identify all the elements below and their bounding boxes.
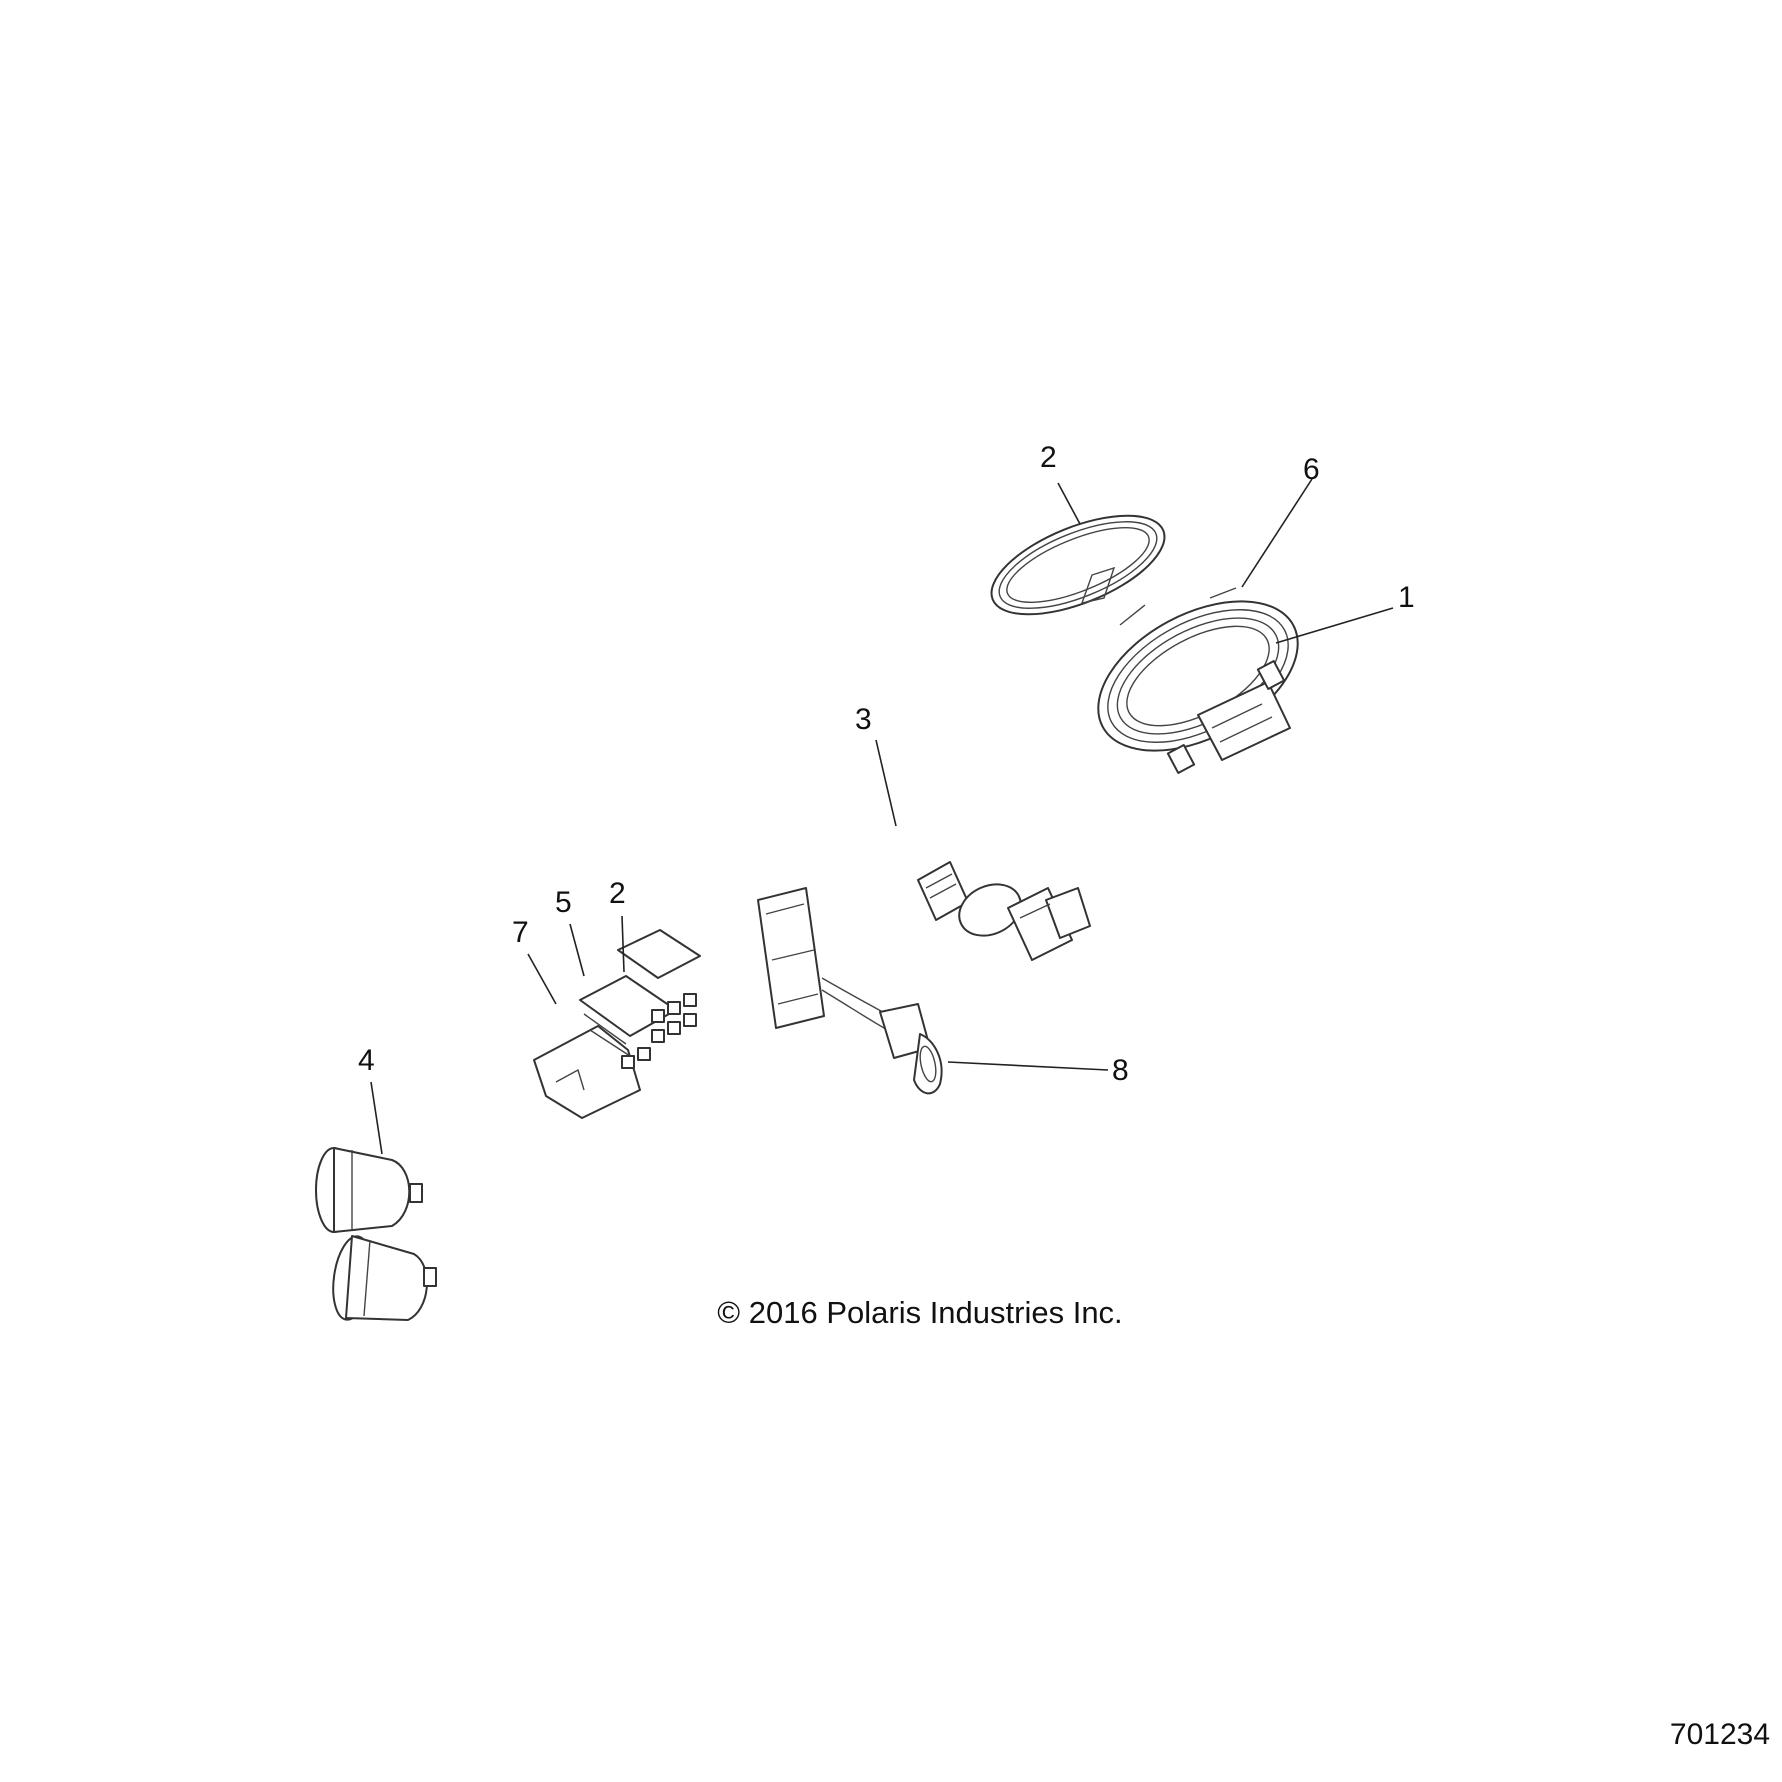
leader-6: [1241, 478, 1313, 588]
callout-1: 1: [1398, 581, 1415, 614]
leader-8: [947, 1061, 1109, 1071]
part-power-socket-upper: [315, 1147, 423, 1233]
drawing-number: 701234: [1669, 1718, 1770, 1751]
terminal-pins: [621, 993, 697, 1069]
part-switch-block: [533, 929, 701, 1119]
leader-3: [875, 739, 897, 827]
callout-4: 4: [358, 1044, 375, 1077]
part-key-switch: [917, 861, 1091, 961]
part-gauge-assembly: [1097, 587, 1299, 774]
callout-7: 7: [512, 916, 529, 949]
callout-5: 5: [555, 886, 572, 919]
leader-7: [527, 953, 557, 1005]
copyright-caption: © 2016 Polaris Industries Inc.: [717, 1295, 1123, 1330]
leader-4: [370, 1081, 383, 1155]
callout-labels: 1 2 2 3 4 5 6 7 8: [358, 441, 1415, 1087]
callout-2-upper: 2: [1040, 441, 1057, 474]
leader-1: [1275, 607, 1394, 644]
leader-lines: [370, 478, 1394, 1155]
callout-8: 8: [1112, 1054, 1129, 1087]
callout-6: 6: [1303, 453, 1320, 486]
part-rocker-switch-harness: [757, 887, 943, 1095]
leader-2a: [1057, 482, 1081, 525]
callout-2-lower: 2: [609, 877, 626, 910]
leader-2b: [621, 915, 625, 973]
part-power-socket-lower: [332, 1235, 437, 1321]
leader-5: [569, 923, 585, 977]
part-seal-ring: [990, 514, 1166, 616]
callout-3: 3: [855, 703, 872, 736]
